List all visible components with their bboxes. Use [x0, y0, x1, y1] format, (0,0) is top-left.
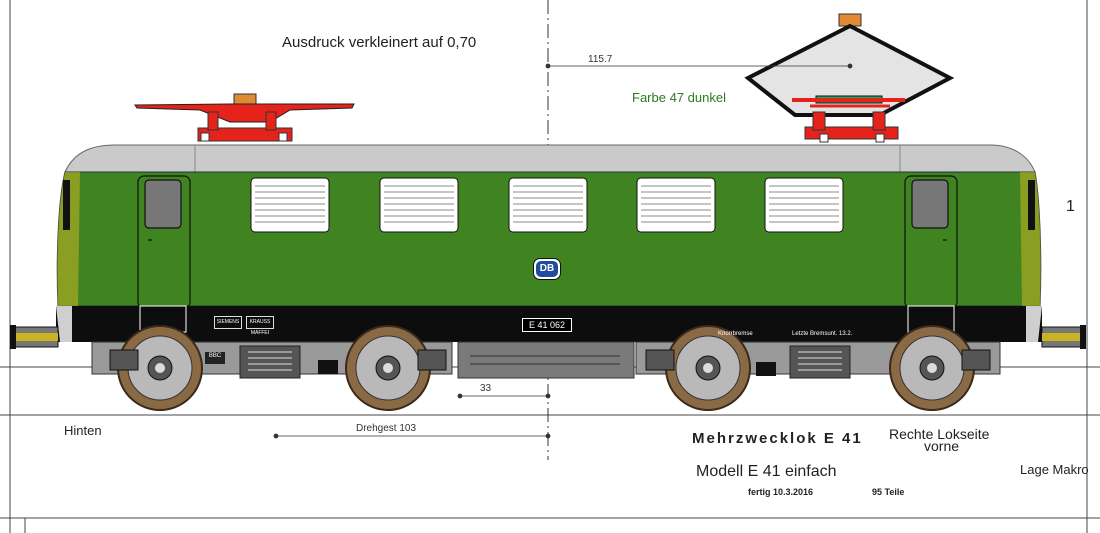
- dimension-drehgestell: Drehgest 103: [356, 423, 417, 434]
- db-logo-icon: DB: [533, 258, 561, 280]
- label-knorrbremse: Knorrbremse: [718, 331, 753, 337]
- dimension-lines: [273, 63, 853, 439]
- louvre-5: [764, 177, 844, 233]
- wheel-2: [345, 325, 431, 411]
- drawing-title: Mehrzwecklok E 41: [692, 430, 863, 447]
- siemens-plate: SIEMENS: [214, 316, 242, 329]
- door-right: [904, 175, 958, 309]
- louvre-4: [636, 177, 716, 233]
- louvre-3: [508, 177, 588, 233]
- dimension-33: 33: [480, 383, 492, 394]
- label-front: vorne: [924, 438, 960, 454]
- wheel-4: [889, 325, 975, 411]
- label-right-side: Rechte Lokseite: [889, 426, 990, 442]
- label-brake-inspection: Letzte Bremsunt. 13.2.: [792, 331, 853, 337]
- color-note: Farbe 47 dunkel: [632, 90, 726, 105]
- underframe-tank: [457, 341, 635, 379]
- model-name: Modell E 41 einfach: [696, 463, 837, 480]
- number-plate: E 41 062: [522, 318, 572, 332]
- wheel-3: [665, 325, 751, 411]
- bbc-plate: BBC: [205, 352, 225, 364]
- louvre-grilles: [250, 177, 844, 233]
- label-position: Lage Makro: [1020, 462, 1089, 477]
- edge-digit: 1: [1066, 198, 1075, 215]
- wheels: [117, 325, 975, 411]
- pantograph-left: [134, 93, 355, 142]
- louvre-2: [379, 177, 459, 233]
- maffei-plate: KRAUSS MAFFEI: [246, 316, 274, 336]
- wheel-1: [117, 325, 203, 411]
- completion-date: fertig 10.3.2016: [748, 487, 814, 497]
- label-rear: Hinten: [64, 423, 102, 438]
- roof: [64, 144, 1036, 173]
- db-logo-text: DB: [536, 261, 558, 277]
- louvre-1: [250, 177, 330, 233]
- axle-boxes: [109, 349, 991, 371]
- dimension-115: 115.7: [588, 54, 613, 65]
- pantograph-right: [744, 13, 955, 143]
- buffers: [10, 325, 1086, 349]
- scale-note: Ausdruck verkleinert auf 0,70: [282, 34, 477, 51]
- parts-count: 95 Teile: [872, 487, 905, 497]
